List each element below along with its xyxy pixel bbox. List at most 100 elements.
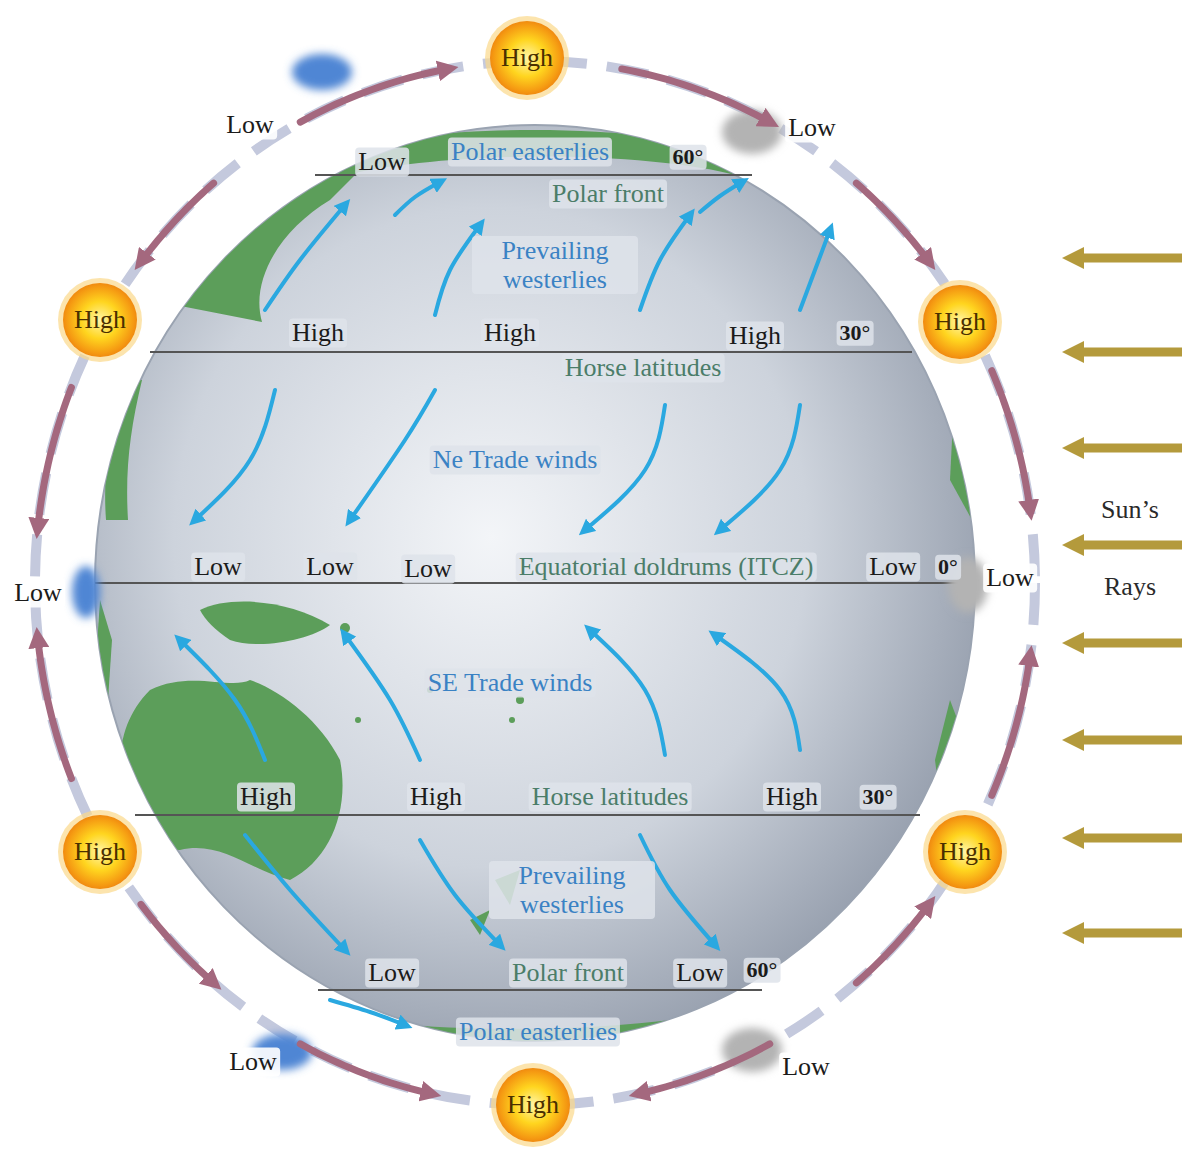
wind-arrow [715, 635, 800, 750]
wind-arrow [395, 182, 440, 215]
ray-shaft [1080, 639, 1182, 648]
map-label: High [289, 318, 347, 347]
cell-arrow [141, 183, 214, 262]
map-label: Low [365, 958, 419, 987]
wind-arrow [330, 1000, 405, 1025]
circulation-arrows [38, 69, 1030, 1094]
map-label: Horse latitudes [562, 353, 725, 382]
sun-high: High [485, 16, 569, 100]
map-label: Low [355, 147, 409, 176]
ray-head [1062, 341, 1084, 363]
map-label: Low [779, 1052, 833, 1081]
sun-ray [1062, 729, 1182, 751]
sun-glow [491, 1063, 575, 1147]
sun-disc [923, 285, 997, 359]
cell-arrow [38, 387, 72, 528]
cell-arrow [141, 904, 214, 983]
map-label: Low [191, 552, 245, 581]
ray-head [1062, 922, 1084, 944]
latitude-lines [95, 175, 972, 990]
wind-arrow [345, 635, 420, 760]
pressure-label: High [934, 307, 986, 337]
map-label: Low [226, 1047, 280, 1076]
sun-high: High [58, 810, 142, 894]
wind-arrow [640, 215, 690, 310]
map-label: Low [983, 563, 1037, 592]
sun-high: High [918, 280, 1002, 364]
sun-ray-arrows [1062, 247, 1182, 944]
map-label: 60° [744, 958, 781, 983]
ray-shaft [1080, 929, 1182, 938]
wind-arrow [420, 840, 500, 945]
ray-head [1062, 729, 1084, 751]
map-label: 30° [860, 785, 897, 810]
ray-shaft [1080, 348, 1182, 357]
ray-shaft [1080, 444, 1182, 453]
map-label: Sun’s Rays [1087, 471, 1173, 625]
wind-arrow [590, 630, 665, 755]
cell-arrow [622, 69, 770, 122]
sun-disc [928, 815, 1002, 889]
sun-glow [485, 16, 569, 100]
map-label: Low [303, 552, 357, 581]
pressure-label: High [501, 43, 553, 73]
cell-arrow [856, 904, 929, 983]
cell-arrow [300, 69, 448, 122]
wind-arrow [265, 205, 345, 310]
map-label: High [481, 318, 539, 347]
land [96, 130, 980, 1045]
cell-arrow [856, 183, 929, 262]
sun-ray [1062, 341, 1182, 363]
map-label: Polar easterlies [456, 1017, 620, 1046]
map-label: High [237, 782, 295, 811]
pressure-label: High [74, 837, 126, 867]
ray-shaft [1080, 254, 1182, 263]
ray-head [1062, 247, 1084, 269]
pressure-label: High [74, 305, 126, 335]
map-label: Prevailing westerlies [489, 861, 655, 919]
pressure-label: High [507, 1090, 559, 1120]
sun-high: High [58, 278, 142, 362]
wind-arrow [700, 182, 742, 212]
wind-arrow [800, 230, 830, 310]
ray-shaft [1080, 834, 1182, 843]
map-label: SE Trade winds [425, 668, 596, 697]
map-label: Polar front [549, 179, 667, 208]
map-label: 0° [935, 555, 961, 580]
map-label: Low [11, 578, 65, 607]
wind-arrow [195, 390, 275, 520]
map-label: Low [785, 113, 839, 142]
cell-arrow [992, 656, 1030, 796]
wind-arrow [350, 390, 435, 520]
sun-glow [58, 278, 142, 362]
ray-head [1062, 827, 1084, 849]
map-label: Low [673, 958, 727, 987]
circulation-ring [35, 61, 1035, 1105]
pressure-label: High [939, 837, 991, 867]
sun-glow [918, 280, 1002, 364]
sun-disc [490, 21, 564, 95]
map-label: High [726, 321, 784, 350]
ray-head [1062, 534, 1084, 556]
sun-ray [1062, 437, 1182, 459]
cell-arrow [300, 1044, 431, 1094]
map-label: Polar easterlies [448, 137, 612, 166]
sun-ray [1062, 827, 1182, 849]
wind-arrow [245, 835, 345, 950]
wind-arrows [180, 182, 830, 1025]
sun-disc [496, 1068, 570, 1142]
wind-arrow [180, 640, 265, 760]
sun-high: High [923, 810, 1007, 894]
map-label: High [407, 782, 465, 811]
map-label: Low [866, 552, 920, 581]
cell-arrow [639, 1044, 770, 1094]
map-label: Ne Trade winds [430, 445, 601, 474]
clouds [72, 54, 988, 1072]
map-label: Prevailing westerlies [472, 236, 638, 294]
sun-ray [1062, 534, 1182, 556]
ray-head [1062, 632, 1084, 654]
sun-disc [63, 283, 137, 357]
map-label: 60° [670, 145, 707, 170]
sun-glow [58, 810, 142, 894]
